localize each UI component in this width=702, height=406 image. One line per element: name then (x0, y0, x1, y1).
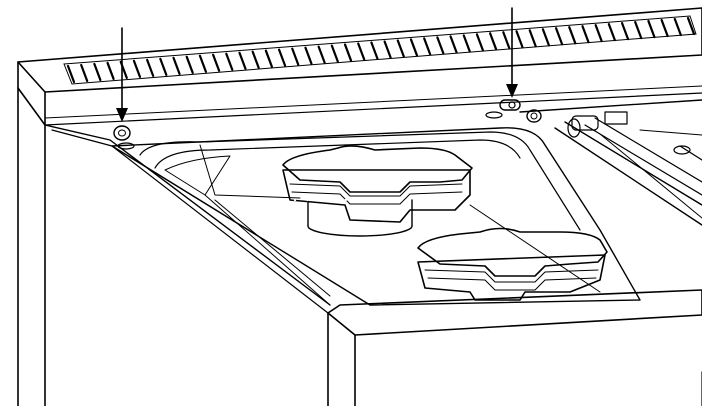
knob-rivet (454, 283, 457, 287)
vent-grille-outline (63, 15, 697, 85)
vent-slot (225, 52, 234, 71)
knob-rivet (382, 198, 386, 202)
vent-slot (146, 58, 155, 77)
vent-slot (634, 20, 643, 40)
knob-back-dots (293, 198, 462, 202)
knob-rivet (446, 198, 449, 202)
vent-slot (264, 49, 273, 68)
vent-slot (660, 18, 669, 38)
knob-rivet (293, 198, 297, 202)
vent-slot (673, 17, 682, 37)
vent-slot (370, 41, 379, 60)
side-housing (17, 87, 331, 406)
arrow-down-icon (506, 84, 518, 98)
vent-slot (568, 26, 577, 45)
knob-rivet (568, 283, 571, 287)
vent-slot (251, 50, 260, 69)
vent-slot (686, 16, 696, 36)
knob-rivet (517, 283, 521, 287)
knob-rivet (441, 283, 444, 287)
vent-slot (304, 46, 313, 65)
knob-front-dots (428, 283, 597, 287)
vent-slot (80, 63, 89, 83)
vent-slot (594, 24, 603, 43)
knob-rivet (408, 198, 411, 202)
knob-rivet (543, 283, 546, 287)
knob-rivet (433, 198, 436, 202)
star-knob-back (282, 145, 473, 237)
knob-rivet (344, 198, 347, 202)
vent-slot (66, 64, 76, 84)
vent-grille (63, 15, 697, 85)
knob-rivet (466, 283, 470, 287)
knob-rivet (420, 198, 424, 202)
vent-slot (343, 43, 353, 62)
vent-slot (462, 34, 471, 53)
vent-slot (436, 36, 445, 55)
vent-slot (357, 42, 366, 61)
knob-rivet (555, 283, 559, 287)
knob-rivet (369, 198, 373, 202)
front-panel (327, 289, 702, 406)
vent-slot (489, 32, 498, 51)
vent-slot (132, 59, 142, 78)
vent-slot (159, 57, 168, 76)
knob-rivet (492, 283, 495, 287)
vent-slot (93, 62, 102, 82)
vent-slot (528, 29, 537, 48)
vent-slot (581, 25, 590, 44)
knob-rivet (479, 283, 482, 287)
vent-slot (515, 30, 524, 49)
knob-rivet (530, 283, 533, 287)
vent-slot (423, 37, 432, 56)
knob-rivet (593, 283, 597, 287)
knob-rivet (331, 198, 335, 202)
vent-slot (277, 48, 287, 67)
knob-rivet (458, 198, 462, 202)
knob-rivet (395, 198, 398, 202)
left-screw (113, 125, 135, 150)
arrow-down-icon (116, 108, 128, 122)
knob-rivet (319, 198, 322, 202)
vent-slot (106, 61, 115, 81)
vent-slot (172, 56, 181, 75)
vent-slot (502, 31, 511, 50)
vent-slot (330, 44, 339, 63)
vent-slot (449, 35, 458, 54)
knob-rivet (357, 198, 360, 202)
right-screw (485, 99, 542, 123)
vent-slot (238, 51, 247, 70)
side-rail (519, 99, 702, 226)
vent-slot (317, 45, 326, 64)
top-panel (17, 7, 702, 126)
vent-slot (291, 47, 300, 66)
vent-slot (607, 23, 616, 42)
knob-rivet (581, 283, 584, 287)
vent-slot (554, 27, 564, 46)
vent-slot (541, 28, 550, 47)
arrow-right (506, 7, 518, 98)
arrow-left (116, 27, 128, 122)
vent-slot (475, 33, 485, 52)
vent-slot (620, 22, 630, 41)
vent-slot (409, 38, 419, 57)
vent-slot (647, 19, 656, 39)
star-knob-front (417, 227, 608, 301)
basin-tray (111, 127, 641, 306)
knob-rivet (306, 198, 309, 202)
vent-slot (198, 54, 208, 73)
vent-slot (383, 40, 392, 59)
knob-rivet (504, 283, 508, 287)
vent-slot (212, 53, 221, 72)
knob-rivet (428, 283, 432, 287)
vent-slot (396, 39, 405, 58)
vent-slot (185, 55, 194, 74)
